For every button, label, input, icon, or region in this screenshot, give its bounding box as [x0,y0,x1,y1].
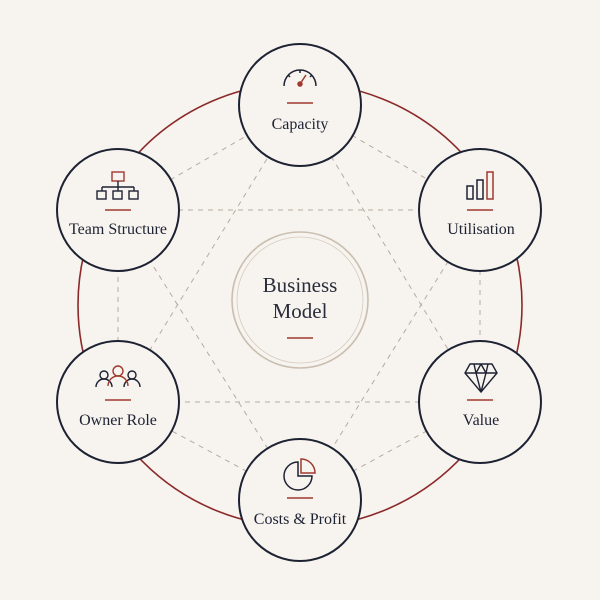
node-label-utilisation: Utilisation [447,221,515,238]
node-label-value: Value [463,412,499,429]
org-chart-icon [96,171,139,200]
center-title-line-1: Business [263,273,338,297]
bar-chart-icon [466,171,494,200]
center-node: Business Model [231,231,369,369]
diamond-icon [464,363,498,393]
center-ring [231,231,369,369]
node-circle [418,340,542,464]
pie-chart-icon [283,458,316,491]
dashed-line [299,104,481,403]
node-label-costs-profit: Costs & Profit [254,511,347,528]
node-circle [238,438,362,562]
people-group-icon [95,365,141,388]
node-circle [56,340,180,464]
node-value[interactable]: Value [418,340,542,464]
node-label-team-structure: Team Structure [69,221,167,238]
node-label-capacity: Capacity [272,116,329,133]
node-capacity[interactable]: Capacity [238,43,362,167]
center-inner-ring [236,236,364,364]
node-team-structure[interactable]: Team Structure [56,148,180,272]
node-owner-role[interactable]: Owner Role [56,340,180,464]
node-utilisation[interactable]: Utilisation [418,148,542,272]
dashed-line [117,209,301,501]
node-label-owner-role: Owner Role [79,412,157,429]
node-circle [238,43,362,167]
gauge-icon [283,69,317,87]
center-title-line-2: Model [273,299,328,323]
node-costs-profit[interactable]: Costs & Profit [238,438,362,562]
